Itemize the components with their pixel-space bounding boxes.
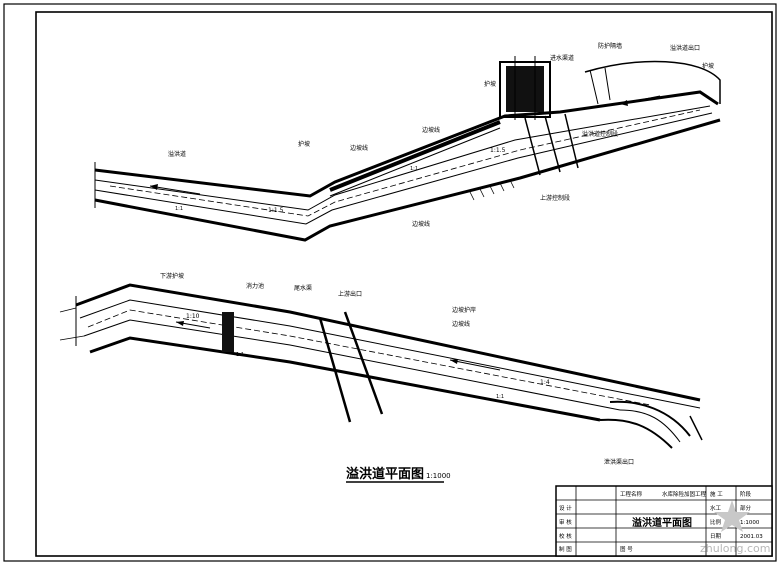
tb-stage-label: 阶段	[740, 490, 752, 498]
label-top-3: 护坡	[702, 62, 714, 70]
label-slope-2: 1:1.5	[490, 147, 506, 154]
tb-date-label: 日期	[710, 533, 722, 540]
tb-col-c: 校 核	[559, 532, 572, 540]
label-mid-1: 边坡线	[422, 126, 440, 134]
label-lower-mid-3: 上游出口	[338, 290, 362, 298]
drawing-title-text: 溢洪道平面图	[346, 466, 424, 482]
label-mid-4: 溢洪道控制段	[582, 130, 618, 138]
drawing-scale-text: 1:1000	[426, 472, 451, 480]
tb-project: 水库除险加固工程	[662, 490, 707, 498]
tb-part-label: 部分	[740, 504, 752, 512]
label-left-1: 溢洪道	[168, 150, 186, 158]
drawing-border	[35, 11, 773, 557]
label-lower-mid-2: 尾水渠	[294, 284, 312, 292]
label-top-2: 溢洪道出口	[670, 44, 700, 52]
tb-scale-label: 比例	[710, 518, 722, 526]
watermark: zhulong.com	[700, 500, 770, 555]
watermark-text: zhulong.com	[700, 542, 770, 555]
upper-labels: 防护隔墙 溢洪道出口 护坡 护坡 进水渠道 边坡线 边坡线 护坡 溢洪道控制段 …	[168, 42, 714, 228]
label-top-4: 护坡	[484, 80, 496, 88]
lower-spillway-plan	[59, 283, 703, 449]
label-top-5: 进水渠道	[550, 54, 574, 62]
drawing-title: 溢洪道平面图 1:1000	[346, 466, 451, 483]
label-lower-right-1: 边坡护岸	[452, 306, 476, 314]
label-mid-5: 上游控制段	[540, 194, 570, 202]
sheet-frame	[3, 3, 777, 562]
tb-col-b: 审 核	[559, 518, 572, 526]
dim-2: 1:1	[410, 166, 418, 172]
upper-spillway-plan	[94, 56, 721, 242]
label-bottom-1: 边坡线	[412, 220, 430, 228]
label-mid-3: 护坡	[298, 140, 310, 148]
tb-col-d: 制 图	[559, 545, 572, 553]
dim-4: 1:1	[496, 394, 504, 400]
tb-scale-value: 1:1000	[740, 520, 760, 526]
label-lower-left-1: 下游护坡	[160, 272, 184, 280]
tb-date-value: 2001.03	[740, 534, 763, 540]
dim-3: 1:1	[236, 352, 244, 358]
tb-col-e: 图 号	[620, 545, 633, 553]
label-slope-1: 1:1.5	[268, 207, 284, 214]
label-lower-right-2: 边坡线	[452, 320, 470, 328]
dimension-tags: 1:1 1:1 1:1 1:1	[175, 166, 504, 400]
tb-drawing-name: 溢洪道平面图	[632, 516, 692, 529]
tb-col-a: 设 计	[559, 504, 572, 512]
label-lower-slope-2: 1:4	[540, 379, 550, 386]
label-top-1: 防护隔墙	[598, 42, 622, 50]
tb-part: 水工	[710, 504, 722, 512]
label-lower-slope-1: 1:10	[186, 313, 200, 320]
lower-labels: 下游护坡 消力池 尾水渠 上游出口 边坡护岸 边坡线 泄洪渠出口 1:10 1:…	[160, 272, 634, 466]
tb-company: 工程名称	[620, 490, 643, 498]
gate-block	[499, 61, 551, 118]
label-mid-2: 边坡线	[350, 144, 368, 152]
stilling-basin	[222, 312, 234, 352]
label-lower-mid-1: 消力池	[246, 282, 264, 290]
tb-stage: 施 工	[710, 490, 723, 498]
label-lower-right-3: 泄洪渠出口	[604, 458, 634, 466]
dim-1: 1:1	[175, 206, 183, 212]
